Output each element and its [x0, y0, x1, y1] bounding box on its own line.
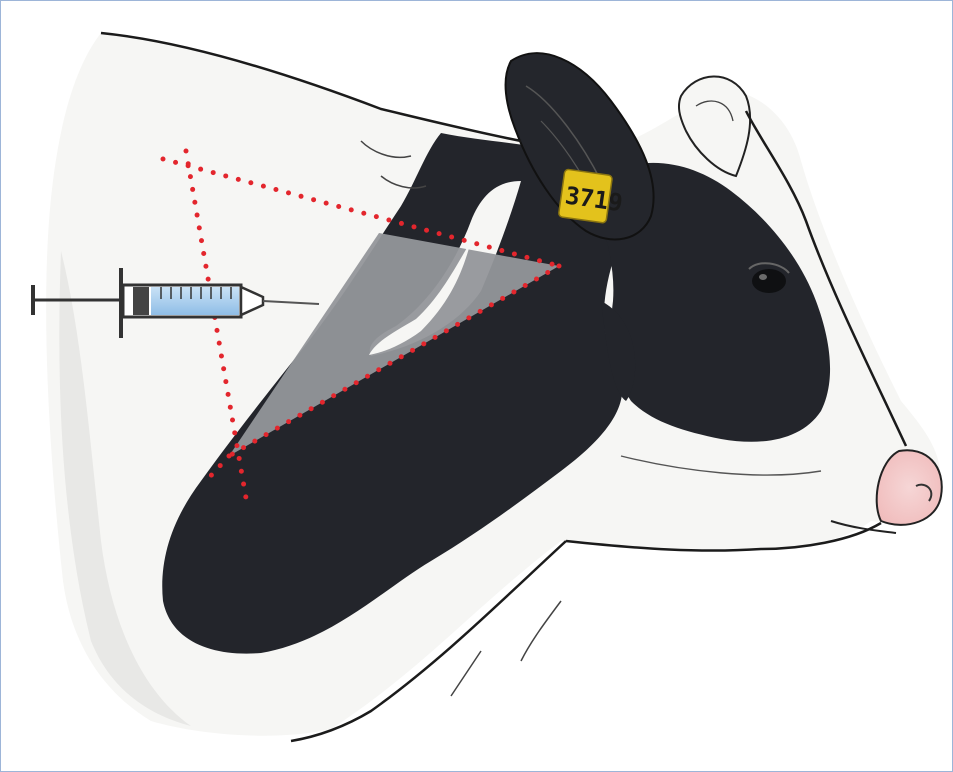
cow-nose: [877, 450, 942, 525]
